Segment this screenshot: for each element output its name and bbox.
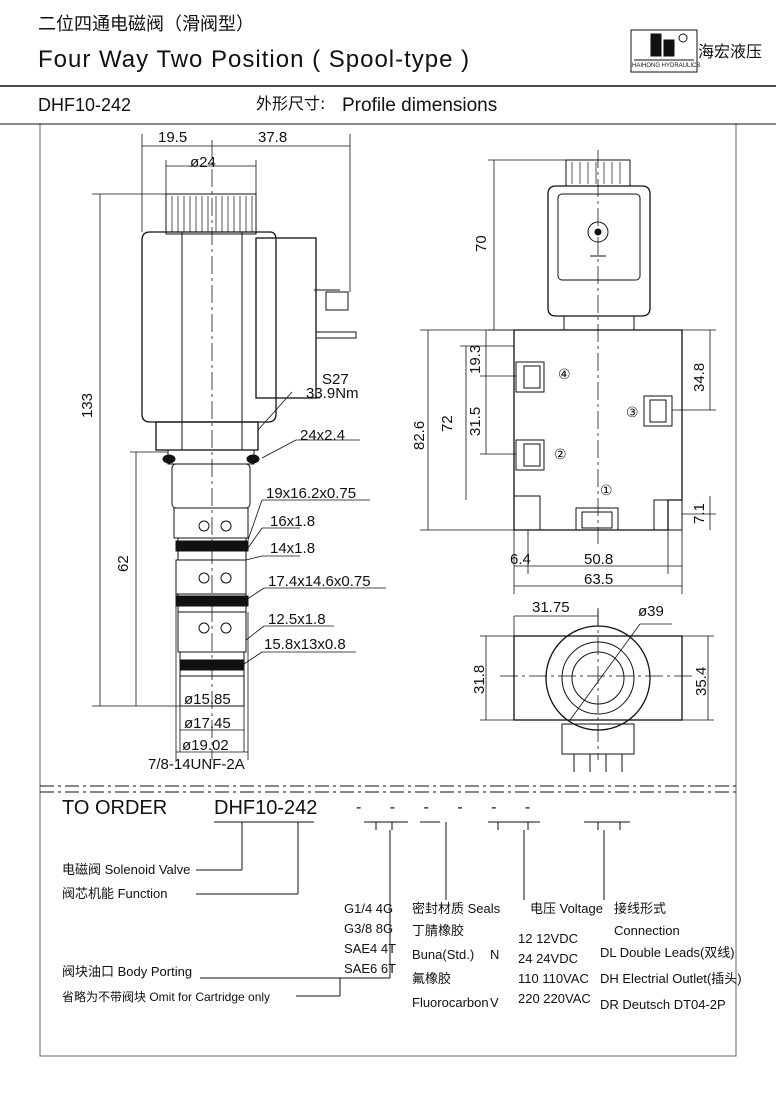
company-logo [630,29,698,73]
bottom-view [480,608,714,772]
order-heading: TO ORDER [62,797,168,819]
connection-option: DH Electrial Outlet(插头) [600,971,742,986]
dim-35-4: 35.4 [693,666,710,696]
seals-buna-cn: 丁腈橡胶 [412,923,465,938]
dim-phi24: ø24 [190,154,216,171]
voltage-heading: 电压 Voltage [530,901,603,916]
dim-72: 72 [439,415,456,432]
porting-option: SAE4 4T [344,941,397,956]
seals-fluoro-code: V [490,995,499,1010]
dim-31-5: 31.5 [467,406,484,436]
dim-phi39: ø39 [638,603,664,620]
dim-oring-12-5: 12.5x1.8 [268,611,326,628]
seals-fluoro-cn: 氟橡胶 [412,971,452,986]
dim-63-5: 63.5 [584,571,614,588]
voltage-option: 12 12VDC [518,931,578,946]
dim-6-4: 6.4 [510,551,531,568]
dim-oring-24x2-4: 24x2.4 [300,427,346,444]
drawing-frame [39,123,737,1057]
title-chinese: 二位四通电磁阀（滑阀型） [38,14,254,35]
profile-label-cn: 外形尺寸: [256,94,326,113]
dim-62: 62 [115,555,132,572]
dim-7-1: 7.1 [691,503,708,524]
dim-thread: 7/8-14UNF-2A [148,756,245,773]
dim-phi17-45: ø17.45 [184,715,231,732]
voltage-option: 24 24VDC [518,951,578,966]
porting-option: G1/4 4G [344,901,394,916]
dim-37-8: 37.8 [258,129,288,146]
dim-phi19-02: ø19.02 [182,737,229,754]
order-placeholders: - - - - - - [356,799,543,816]
front-view [420,150,716,594]
dim-oring-14x1-8: 14x1.8 [270,540,316,557]
connection-option: DL Double Leads(双线) [600,945,735,960]
porting-option: SAE6 6T [344,961,397,976]
port-2-label: ② [554,447,567,463]
dim-70: 70 [473,235,490,252]
port-3-label: ③ [626,405,639,421]
dim-phi15-85: ø15.85 [184,691,231,708]
seals-buna-code: N [490,947,500,962]
profile-label-en: Profile dimensions [342,95,498,116]
dim-19-5: 19.5 [158,129,188,146]
dim-82-6: 82.6 [411,420,428,450]
order-code: DHF10-242 [214,797,318,819]
side-view [92,134,386,760]
seals-buna: Buna(Std.) [412,947,475,962]
voltage-option: 110 110VAC [518,971,589,986]
label-omit: 省略为不带阀块 Omit for Cartridge only [62,990,271,1004]
connection-option: DR Deutsch DT04-2P [600,997,726,1012]
logo-text: HAIHONG HYDRAULICS [632,63,701,69]
dim-s27: S27 [322,371,349,388]
dim-oring-16x1-8: 16x1.8 [270,513,316,530]
model-number: DHF10-242 [38,95,132,115]
brand-chinese: 海宏液压 [698,42,763,61]
dim-19-3: 19.3 [467,344,484,374]
port-1-label: ① [600,483,613,499]
porting-option: G3/8 8G [344,921,394,936]
label-solenoid: 电磁阀 Solenoid Valve [62,862,191,877]
dim-oring-17-4: 17.4x14.6x0.75 [268,573,371,590]
connection-heading-cn: 接线形式 [614,901,667,916]
voltage-option: 220 220VAC [518,991,591,1006]
dim-oring-19x16: 19x16.2x0.75 [266,485,357,502]
seals-heading: 密封材质 Seals [412,901,501,916]
dim-133: 133 [79,392,96,418]
label-body-porting: 阀块油口 Body Porting [62,964,193,979]
dim-31-8: 31.8 [471,664,488,694]
title-english: Four Way Two Position ( Spool-type ) [38,46,471,73]
label-function: 阀芯机能 Function [62,886,168,901]
dim-oring-15-8: 15.8x13x0.8 [264,636,346,653]
order-connectors [196,821,630,997]
seals-fluoro: Fluorocarbon [412,995,489,1010]
dim-34-8: 34.8 [691,362,708,392]
port-4-label: ④ [558,367,571,383]
dim-torque: 33.9Nm [306,385,359,402]
dim-31-75: 31.75 [532,599,570,616]
connection-heading: Connection [614,923,680,938]
dim-50-8: 50.8 [584,551,614,568]
